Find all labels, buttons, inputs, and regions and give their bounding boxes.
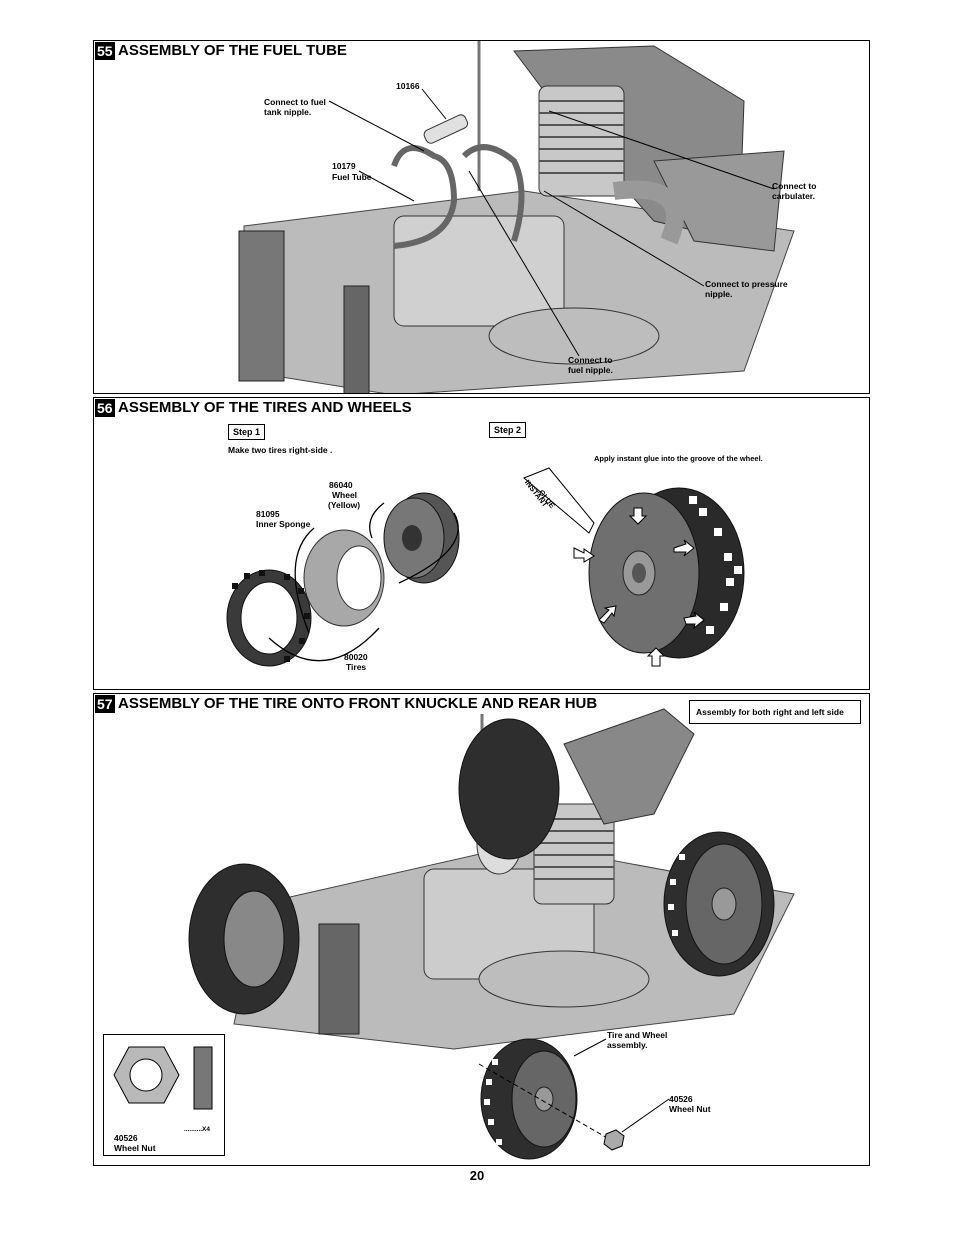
label-tire-name: Tires <box>346 662 367 672</box>
step-title: ASSEMBLY OF THE TIRE ONTO FRONT KNUCKLE … <box>118 695 598 712</box>
inset-name: Wheel Nut <box>114 1143 156 1153</box>
label-fuel-tank-nipple: Connect to fuel tank nipple. <box>264 97 326 117</box>
car-assembly-illustration <box>188 708 795 1160</box>
label-nut-name: Wheel Nut <box>669 1104 711 1114</box>
step2-label: Step 2 <box>489 422 527 438</box>
label-sponge-part: 81095 <box>256 509 280 519</box>
label-pressure-nipple: Connect to pressure nipple. <box>705 279 788 299</box>
inset-part: 40526 <box>114 1133 138 1143</box>
step-number: 55 <box>95 42 115 60</box>
label-sponge-name: Inner Sponge <box>256 519 311 529</box>
step1-note: Make two tires right-side . <box>228 445 333 455</box>
wheel-nut-inset: ..........X4 40526 Wheel Nut <box>103 1034 225 1156</box>
page-number: 20 <box>469 1168 485 1183</box>
label-carbulater: Connect to carbulater. <box>772 181 817 201</box>
label-part-10179: 10179 <box>332 161 356 171</box>
label-wheel-color: (Yellow) <box>328 500 361 510</box>
step-number: 57 <box>95 695 115 713</box>
label-fuel-tube: Fuel Tube <box>332 172 372 182</box>
tire-wheel-illustration <box>226 467 745 667</box>
step-number: 56 <box>95 399 115 417</box>
label-tire-wheel-assembly: Tire and Wheel assembly. <box>607 1030 668 1050</box>
label-nut-part: 40526 <box>669 1094 693 1104</box>
step-55-panel: 55 ASSEMBLY OF THE FUEL TUBE <box>93 40 870 394</box>
step-title: ASSEMBLY OF THE FUEL TUBE <box>118 42 347 59</box>
label-wheel-part: 86040 <box>329 480 353 490</box>
step-57-panel: 57 ASSEMBLY OF THE TIRE ONTO FRONT KNUCK… <box>93 693 870 1166</box>
step1-label: Step 1 <box>228 424 266 440</box>
step-title: ASSEMBLY OF THE TIRES AND WHEELS <box>118 399 412 416</box>
step-56-panel: 56 ASSEMBLY OF THE TIRES AND WHEELS Step… <box>93 397 870 690</box>
label-wheel-name: Wheel <box>332 490 358 500</box>
label-part-10166: 10166 <box>396 81 420 91</box>
label-fuel-nipple: Connect to fuel nipple. <box>568 355 613 375</box>
step2-note: Apply instant glue into the groove of th… <box>594 454 763 463</box>
inset-qty: ..........X4 <box>184 1126 211 1133</box>
label-tire-part: 80020 <box>344 652 368 662</box>
both-sides-note: Assembly for both right and left side <box>689 700 861 724</box>
fuel-tube-illustration <box>238 41 795 393</box>
wheel-nut-icon <box>113 1046 213 1110</box>
